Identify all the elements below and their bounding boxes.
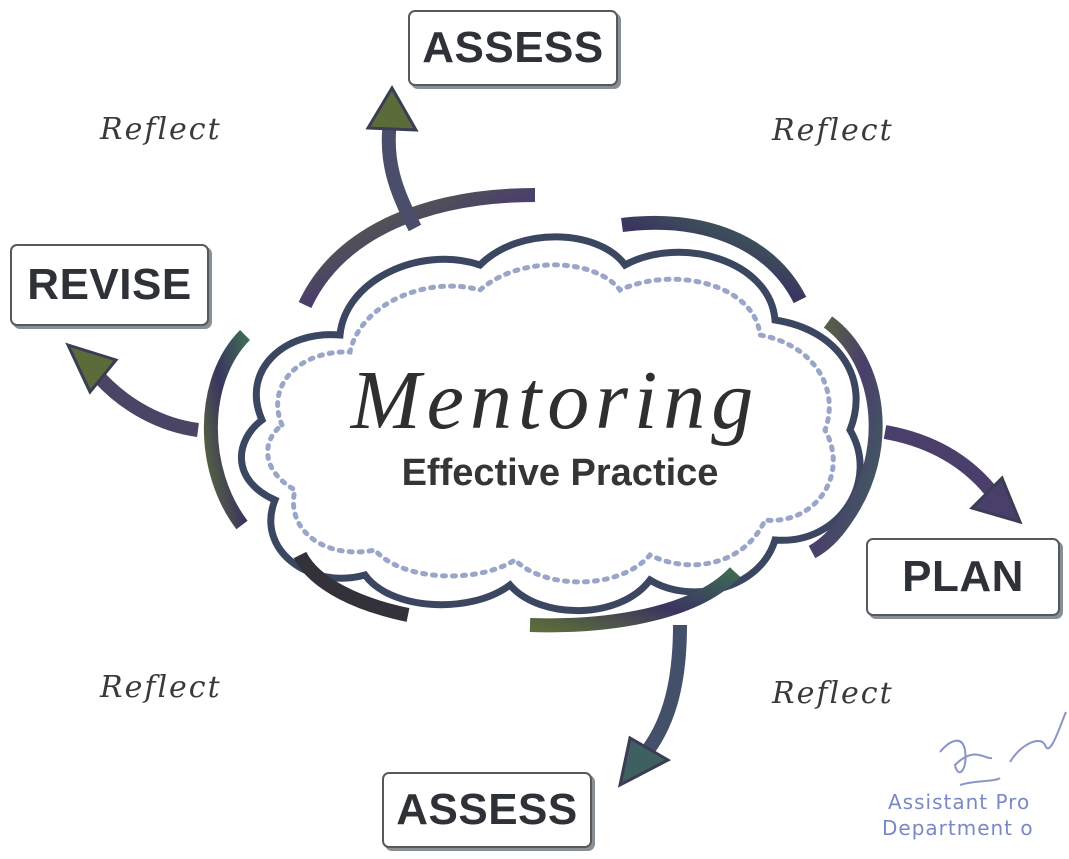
arrow-to-assess-bottom: [642, 624, 687, 755]
outer-arc-bottom-left: [293, 551, 410, 622]
plan-box: PLAN: [866, 538, 1060, 616]
reflect-label-bottom-left: Reflect: [100, 670, 222, 705]
outer-arc-left: [203, 330, 251, 530]
center-subtitle: Effective Practice: [401, 452, 719, 494]
center-title: Mentoring: [350, 354, 760, 447]
revise-box: REVISE: [10, 244, 209, 326]
reflect-label-top-right: Reflect: [772, 113, 894, 148]
arrow-to-assess-top: [381, 121, 422, 232]
stamp-line-2: Department o: [882, 816, 1034, 840]
reflect-label-top-left: Reflect: [100, 112, 222, 147]
reflect-label-bottom-right: Reflect: [772, 676, 894, 711]
outer-arc-right: [808, 316, 883, 559]
outer-arc-top-right: [621, 215, 807, 304]
signature-scribble: [939, 711, 1067, 786]
cloud-inner-dots: [265, 262, 836, 585]
outer-arc-bottom-right: [529, 567, 741, 633]
assess-bottom-box: ASSESS: [382, 772, 592, 848]
stamp-line-1: Assistant Pro: [888, 790, 1031, 814]
arrow-to-plan: [883, 425, 996, 495]
outer-arc-top-left: [298, 188, 536, 309]
arrowhead-assess-top: [365, 85, 419, 132]
arrowhead-revise: [65, 342, 119, 395]
arrow-to-revise: [94, 373, 200, 437]
arrowhead-plan: [969, 475, 1023, 525]
arrowhead-assess-bottom: [617, 735, 672, 788]
assess-top-box: ASSESS: [408, 10, 618, 86]
